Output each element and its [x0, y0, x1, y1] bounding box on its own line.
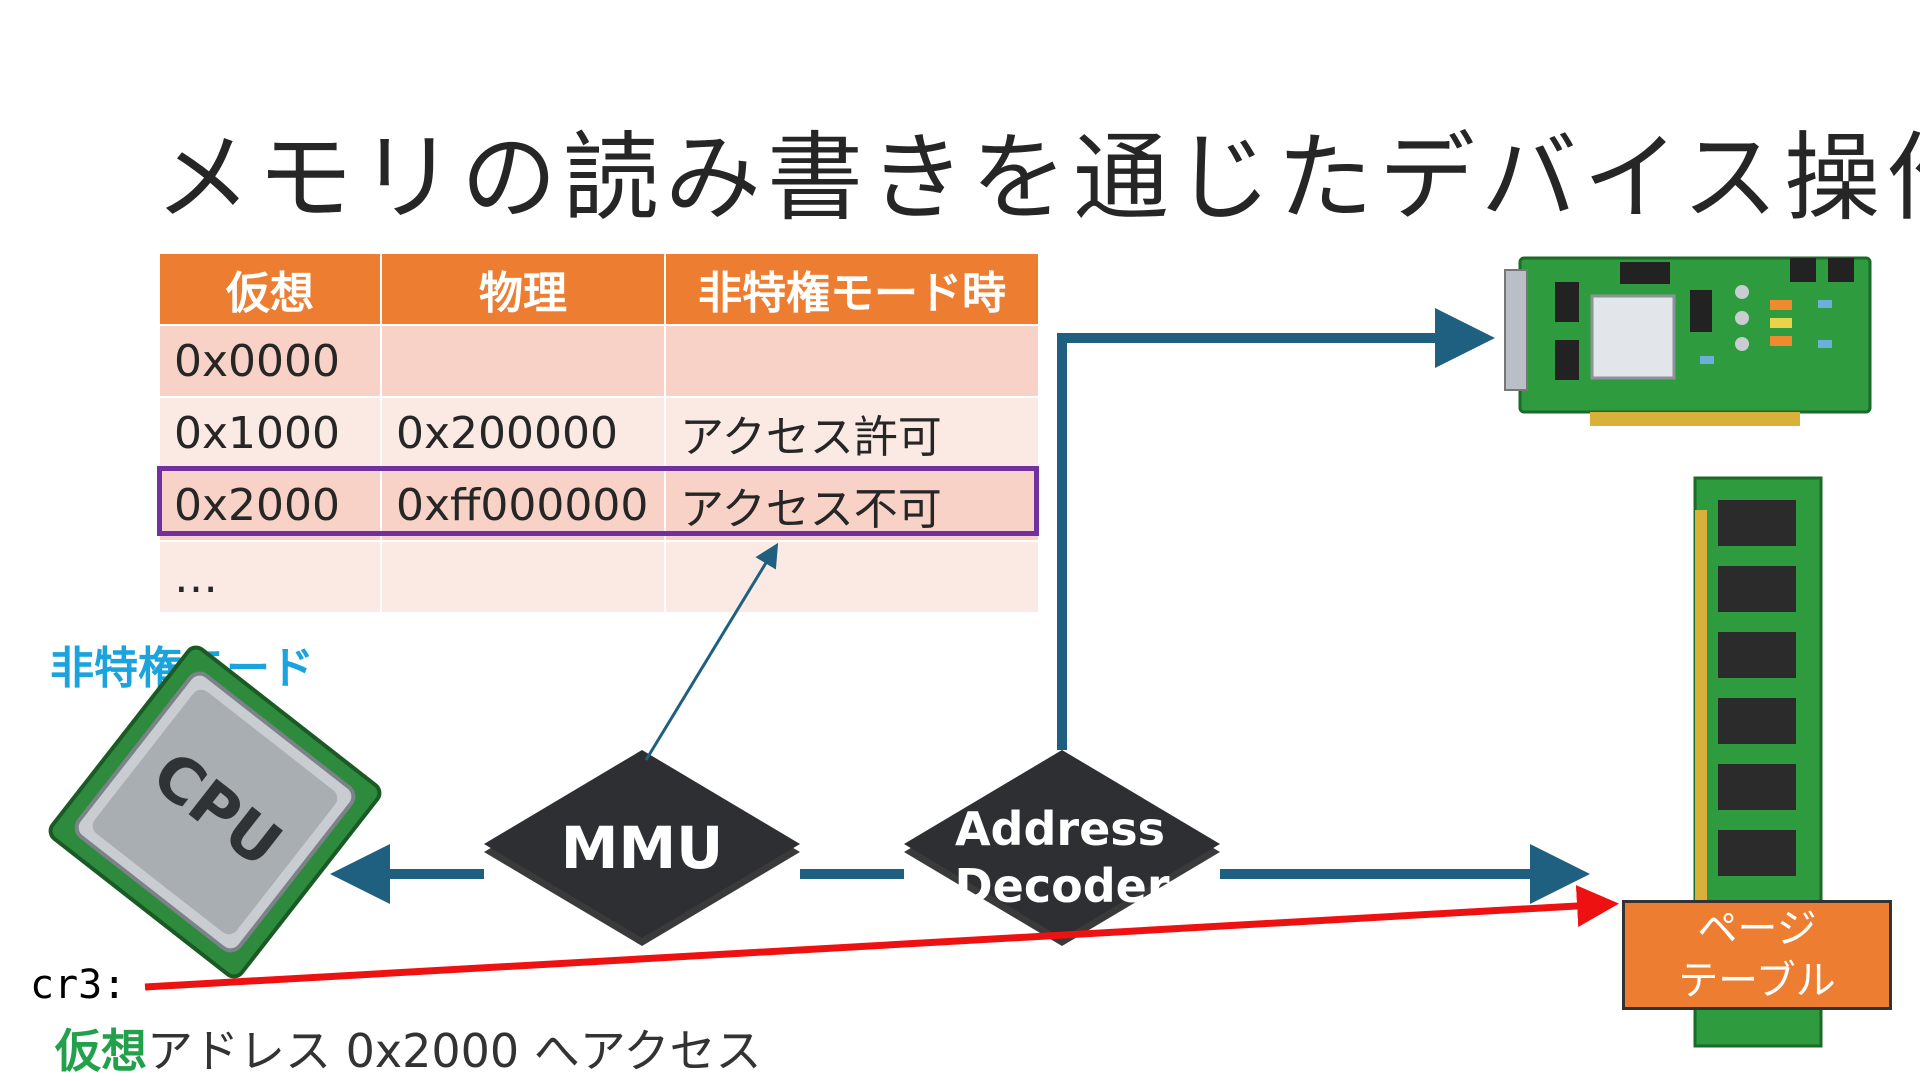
cr3-pointer-arrow [144, 885, 1619, 991]
table-cell: … [158, 540, 382, 614]
table-cell: 0x2000 [158, 468, 382, 542]
address-decoder-chip-icon: Address Decoder [904, 750, 1220, 946]
table-cell [664, 324, 1040, 398]
header-virtual: 仮想 [158, 252, 382, 326]
decoder-label-line1: Address [955, 802, 1165, 856]
header-physical: 物理 [380, 252, 666, 326]
mmu-lookup-arrow [644, 542, 779, 761]
access-caption-virtual: 仮想 [55, 1024, 147, 1078]
page-table: 仮想 物理 非特権モード時 0x0000 0x1000 0x200000 アクセ… [158, 252, 1040, 614]
highlighted-row-frame [157, 466, 1039, 536]
table-cell [380, 540, 666, 614]
table-header-row: 仮想 物理 非特権モード時 [158, 252, 1040, 326]
decoder-label-line2: Decoder [954, 859, 1169, 913]
table-row: 0x2000 0xff000000 アクセス不可 [158, 468, 1040, 542]
table-row: 0x0000 [158, 324, 1040, 398]
table-cell [664, 540, 1040, 614]
pci-card-icon [1504, 256, 1872, 426]
table-cell: 0x1000 [158, 396, 382, 470]
page-table-box: ページ テーブル [1622, 900, 1892, 1010]
table-cell: 0x200000 [380, 396, 666, 470]
table-cell: アクセス不可 [664, 468, 1040, 542]
access-caption-rest: アドレス 0x2000 へアクセス [147, 1024, 762, 1078]
slide-title: メモリの読み書きを通じたデバイス操作 [155, 122, 1920, 234]
table-cell: 0xff000000 [380, 468, 666, 542]
header-unprivileged: 非特権モード時 [664, 252, 1040, 326]
table-cell [380, 324, 666, 398]
cr3-label: cr3: [30, 962, 127, 1008]
table-cell: 0x0000 [158, 324, 382, 398]
cpu-icon: CPU [48, 645, 382, 979]
page-table-box-line1: ページ [1697, 906, 1817, 952]
page-table-box-line2: テーブル [1678, 958, 1836, 1004]
access-caption: 仮想アドレス 0x2000 へアクセス [55, 1015, 762, 1081]
mmu-chip-icon: MMU [484, 750, 800, 946]
table-row: … [158, 540, 1040, 614]
mmu-label: MMU [561, 814, 724, 882]
bus-to-device-arrow [1057, 308, 1495, 750]
